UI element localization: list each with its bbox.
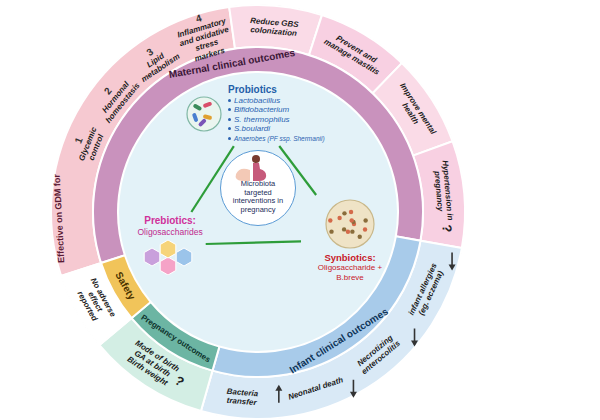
segment-heading: Effective on GDM for: [51, 174, 67, 263]
gdm-benefit-item: 3Lipid metabolism: [125, 33, 185, 86]
bacterium: [329, 229, 333, 233]
bacterium: [203, 101, 213, 108]
bacterium: [350, 229, 354, 233]
trend-arrow: [350, 380, 357, 398]
gdm-benefit-item: 2Hormonal homeostasis: [87, 67, 143, 126]
probiotics-dish: [187, 97, 221, 131]
group-heading: Probiotics: [228, 84, 325, 96]
hexagon: [160, 240, 176, 258]
question-mark: ?: [439, 224, 454, 233]
benefit-text: Hormonal homeostasis: [96, 74, 143, 126]
figure-body: [253, 163, 266, 181]
bacterium: [346, 230, 350, 234]
bacterium: [349, 210, 353, 214]
bacterium: [358, 234, 362, 238]
gdm-benefit-item: 1Glycemic control: [64, 114, 111, 173]
bacterium: [193, 103, 203, 111]
group-text: Oligosaccharide + B.breve: [304, 263, 396, 282]
trend-arrow: [411, 329, 418, 347]
trend-arrow: [449, 252, 456, 270]
bacterium: [342, 211, 346, 215]
bacterium: [328, 218, 332, 222]
trend-arrow: [275, 385, 282, 403]
benefit-text: Lipid metabolism: [131, 42, 184, 86]
inner-disk: [119, 73, 397, 351]
hexagon: [144, 248, 160, 266]
bacterium: [363, 218, 367, 222]
list-item: Bifidobacterium: [228, 105, 325, 114]
gdm-benefit-item: 4Inflammatory and oxidative stress marke…: [172, 5, 236, 66]
trend-arrow-head: [275, 385, 282, 391]
list-item: Anaerobes (PF ssp. Shermanii): [228, 134, 325, 143]
benefit-text: Glycemic control: [74, 118, 111, 173]
list-item: S.boulardi: [228, 124, 325, 133]
probiotics-icon: [185, 95, 223, 133]
center-circle: Microbiota targeted interventions in pre…: [220, 150, 296, 226]
bacterium: [342, 227, 346, 231]
synbiotics-box: Synbiotics:Oligosaccharide + B.breve: [304, 198, 396, 282]
center-title: Microbiota targeted interventions in pre…: [226, 180, 290, 214]
bacterium: [192, 112, 199, 122]
trend-arrow-head: [350, 392, 357, 398]
probiotics-box: ProbioticsLactobacillusBifidobacteriumS.…: [185, 84, 325, 143]
figure-head: [252, 155, 260, 163]
figure-seat: [235, 168, 249, 180]
bacterium: [363, 227, 367, 231]
benefit-text: Inflammatory and oxidative stress marker…: [176, 16, 236, 66]
synbiotics-dish: [326, 200, 374, 248]
bacterium: [198, 118, 207, 127]
probiotics-list: ProbioticsLactobacillusBifidobacteriumS.…: [228, 84, 325, 143]
list-item: S. thermophilus: [228, 115, 325, 124]
bacterium: [349, 218, 353, 222]
trend-arrow-head: [449, 264, 456, 270]
trend-arrow-head: [411, 341, 418, 347]
group-text: Oligosaccharides: [138, 227, 203, 237]
triangle-side: [206, 241, 301, 244]
outer-circle: [51, 5, 465, 419]
prebiotics-box: Prebiotics:Oligosaccharides: [138, 215, 203, 275]
hexagon: [160, 257, 176, 275]
list-item: Lactobacillus: [228, 96, 325, 105]
group-heading: Synbiotics:: [304, 252, 396, 263]
oligosaccharide-icon: [139, 239, 201, 275]
bacterium: [337, 216, 341, 220]
group-heading: Prebiotics:: [138, 215, 203, 227]
synbiotics-icon: [324, 198, 376, 250]
hexagon: [176, 248, 192, 266]
